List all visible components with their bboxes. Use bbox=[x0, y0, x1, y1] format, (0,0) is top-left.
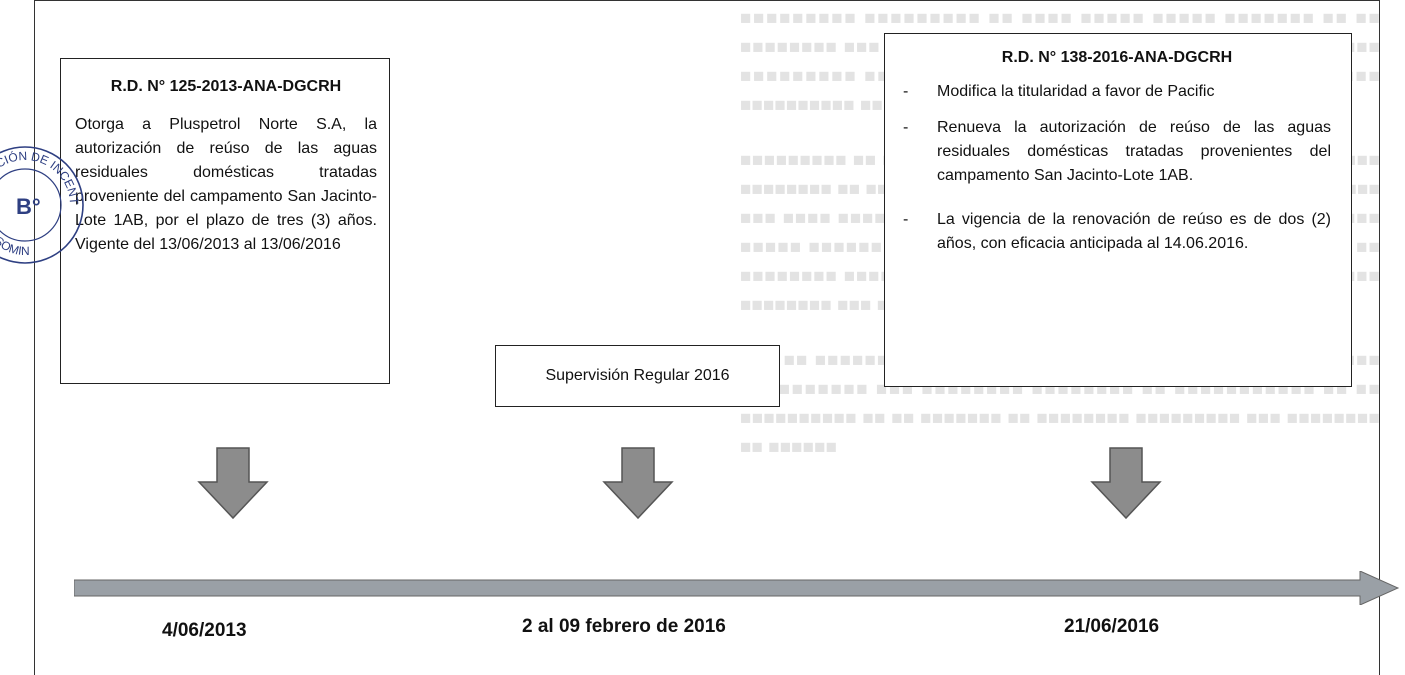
down-arrow-icon bbox=[197, 447, 269, 520]
resolution-2016-title: R.D. N° 138-2016-ANA-DGCRH bbox=[1001, 49, 1233, 66]
timeline-date-feb-2016: 2 al 09 febrero de 2016 bbox=[522, 616, 726, 637]
supervision-2016-box: Supervisión Regular 2016 bbox=[495, 345, 780, 407]
supervision-2016-label: Supervisión Regular 2016 bbox=[545, 367, 730, 384]
resolution-2016-item: -Renueva la autorización de reúso de las… bbox=[903, 119, 1331, 184]
page-frame bbox=[34, 0, 1380, 675]
resolution-2013-title: R.D. N° 125-2013-ANA-DGCRH bbox=[110, 78, 342, 95]
timeline-date-2013: 4/06/2013 bbox=[162, 620, 247, 641]
official-seal-stamp: APLICACIÓN DE INCENT EFA - SOMIN B° bbox=[0, 146, 84, 264]
resolution-2013-description: Otorga a Pluspetrol Norte S.A, la autori… bbox=[75, 116, 377, 253]
resolution-2016-item: -La vigencia de la renovación de reúso e… bbox=[903, 211, 1331, 252]
stamp-center-text: B° bbox=[16, 194, 41, 219]
resolution-2013-box: R.D. N° 125-2013-ANA-DGCRH Otorga a Plus… bbox=[60, 58, 390, 384]
down-arrow-icon bbox=[1090, 447, 1162, 520]
timeline-date-jun-2016: 21/06/2016 bbox=[1064, 616, 1160, 637]
timeline-arrow bbox=[74, 571, 1400, 605]
resolution-2016-box: R.D. N° 138-2016-ANA-DGCRH -Modifica la … bbox=[884, 33, 1352, 387]
resolution-2016-list: -Modifica la titularidad a favor de Paci… bbox=[903, 80, 1331, 256]
down-arrow-icon bbox=[602, 447, 674, 520]
resolution-2016-item: -Modifica la titularidad a favor de Paci… bbox=[903, 83, 1215, 100]
